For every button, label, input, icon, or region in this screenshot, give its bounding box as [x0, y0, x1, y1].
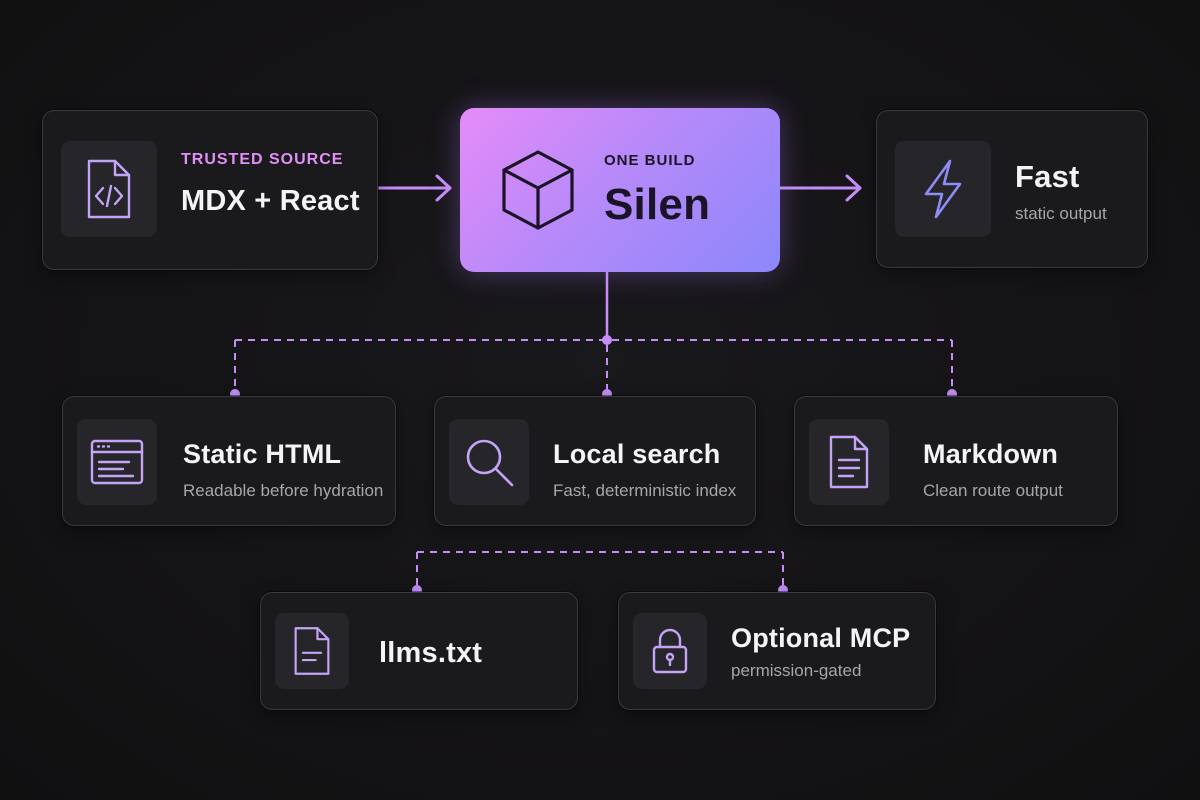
source-eyebrow: TRUSTED SOURCE [181, 151, 344, 168]
build-eyebrow: ONE BUILD [604, 152, 696, 169]
output-card-local-search: Local search Fast, deterministic index [434, 396, 756, 526]
output-card-markdown: Markdown Clean route output [794, 396, 1118, 526]
output-title-local-search: Local search [553, 439, 721, 469]
document-icon-tile-llms [275, 613, 349, 689]
lock-icon-tile [633, 613, 707, 689]
code-file-icon-tile [61, 141, 157, 237]
build-card: ONE BUILD Silen [460, 108, 780, 272]
arrow-source-to-build [376, 174, 452, 202]
browser-window-icon-tile [77, 419, 157, 505]
output-card-optional-mcp: Optional MCP permission-gated [618, 592, 936, 710]
output-card-static-html: Static HTML Readable before hydration [62, 396, 396, 526]
output-title-markdown: Markdown [923, 439, 1059, 469]
result-subtitle: static output [1015, 204, 1107, 223]
output-title-llms-txt: llms.txt [379, 637, 483, 669]
source-card: TRUSTED SOURCE MDX + React [42, 110, 378, 270]
lock-icon [652, 628, 688, 674]
browser-window-icon [90, 439, 144, 485]
output-subtitle-optional-mcp: permission-gated [731, 661, 862, 680]
branch-top [234, 339, 953, 392]
document-icon [294, 627, 330, 675]
code-file-icon [87, 159, 131, 219]
output-title-optional-mcp: Optional MCP [731, 623, 911, 653]
document-icon [829, 435, 869, 489]
search-icon-tile [449, 419, 529, 505]
result-title: Fast [1015, 159, 1080, 194]
lightning-icon-tile [895, 141, 991, 237]
output-subtitle-markdown: Clean route output [923, 481, 1063, 500]
trunk-dot [602, 335, 612, 345]
source-title: MDX + React [181, 185, 360, 217]
output-title-static-html: Static HTML [183, 439, 342, 469]
lightning-icon [924, 159, 962, 219]
search-icon [466, 439, 514, 487]
output-subtitle-local-search: Fast, deterministic index [553, 481, 737, 500]
build-title: Silen [604, 180, 711, 229]
result-card: Fast static output [876, 110, 1148, 268]
cube-icon [502, 150, 574, 230]
arrow-build-to-result [778, 174, 862, 202]
output-subtitle-static-html: Readable before hydration [183, 481, 384, 500]
output-card-llms-txt: llms.txt [260, 592, 578, 710]
branch-bottom [416, 551, 784, 588]
document-icon-tile-markdown [809, 419, 889, 505]
